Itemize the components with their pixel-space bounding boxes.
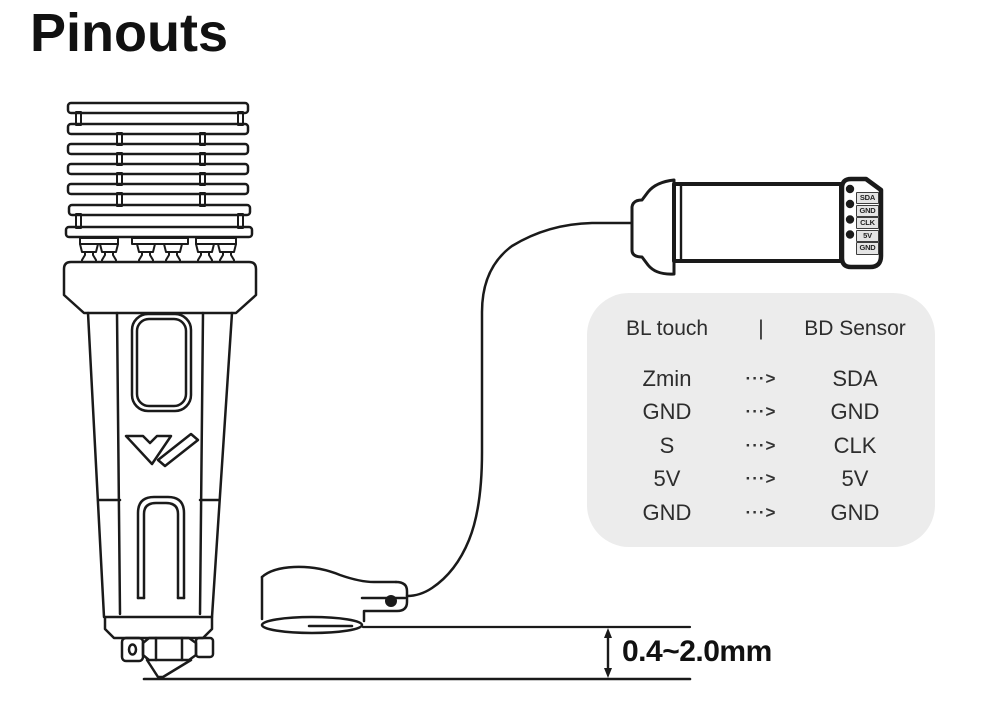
pin-label-sda: SDA [856, 192, 879, 205]
heatsink-fin [66, 101, 250, 115]
header-bl-touch: BL touch [625, 317, 709, 340]
row-bl-value: Zmin [642, 365, 692, 391]
sensor-screw [385, 595, 397, 607]
connector-pin-dot [845, 230, 855, 239]
heatsink-fin [64, 225, 254, 239]
heatsink-fin [66, 182, 250, 196]
pinout-row: 5V ···> 5V [587, 463, 935, 497]
mapping-arrow: ···> [745, 402, 777, 422]
heatsink-bolts [79, 237, 237, 263]
heatsink-fin [66, 142, 250, 156]
connector-pin-dot [845, 215, 855, 224]
sensor-cable [405, 221, 634, 598]
heatsink-fin [66, 122, 250, 136]
row-bl-value: 5V [653, 466, 681, 492]
row-bd-value: 5V [841, 466, 869, 492]
mapping-arrow: ···> [745, 435, 777, 455]
header-bd-sensor: BD Sensor [804, 317, 906, 340]
pinout-table-header: BL touch | BD Sensor [587, 315, 935, 343]
row-bl-value: S [659, 432, 675, 458]
nozzle [103, 615, 215, 679]
pinout-table: BL touch | BD Sensor Zmin ···> SDA GND ·… [587, 293, 935, 547]
mapping-arrow: ···> [745, 469, 777, 489]
brand-logo-slash [156, 432, 200, 468]
row-bd-value: SDA [832, 365, 878, 391]
heatsink [64, 101, 254, 263]
connector-pin-dot [845, 184, 855, 194]
pin-label-gnd2: GND [856, 242, 879, 255]
row-bd-value: GND [830, 399, 880, 425]
connector-pin-labels: SDA GND CLK 5V GND [856, 192, 879, 255]
nozzle-tip [145, 658, 193, 679]
row-bl-value: GND [642, 499, 692, 525]
pin-label-gnd: GND [856, 204, 879, 217]
heatsink-posts [75, 111, 244, 229]
mapping-arrow: ···> [745, 502, 777, 522]
heatsink-fin [67, 203, 252, 217]
row-bd-value: CLK [833, 432, 877, 458]
body-window [130, 312, 193, 413]
row-bd-value: GND [830, 499, 880, 525]
pinout-row: GND ···> GND [587, 496, 935, 530]
pinout-row: GND ···> GND [587, 396, 935, 430]
mounting-block [62, 260, 258, 315]
page-title: Pinouts [30, 3, 228, 63]
mapping-arrow: ···> [745, 368, 777, 388]
hotend-body [86, 311, 234, 619]
measurement-label: 0.4~2.0mm [622, 635, 772, 668]
cable-connector [630, 176, 884, 276]
pin-label-5v: 5V [856, 229, 879, 242]
brand-logo [124, 434, 173, 466]
connector-pin-dot [845, 199, 855, 209]
row-bl-value: GND [642, 399, 692, 425]
connector-plug [630, 178, 676, 276]
pinout-row: S ···> CLK [587, 429, 935, 463]
pinout-row: Zmin ···> SDA [587, 362, 935, 396]
height-dimension [142, 625, 692, 681]
heatsink-fin [66, 162, 250, 176]
pin-label-clk: CLK [856, 217, 879, 230]
bd-sensor-puck [260, 565, 409, 635]
connector-body [672, 182, 843, 263]
header-divider: | [758, 317, 764, 340]
